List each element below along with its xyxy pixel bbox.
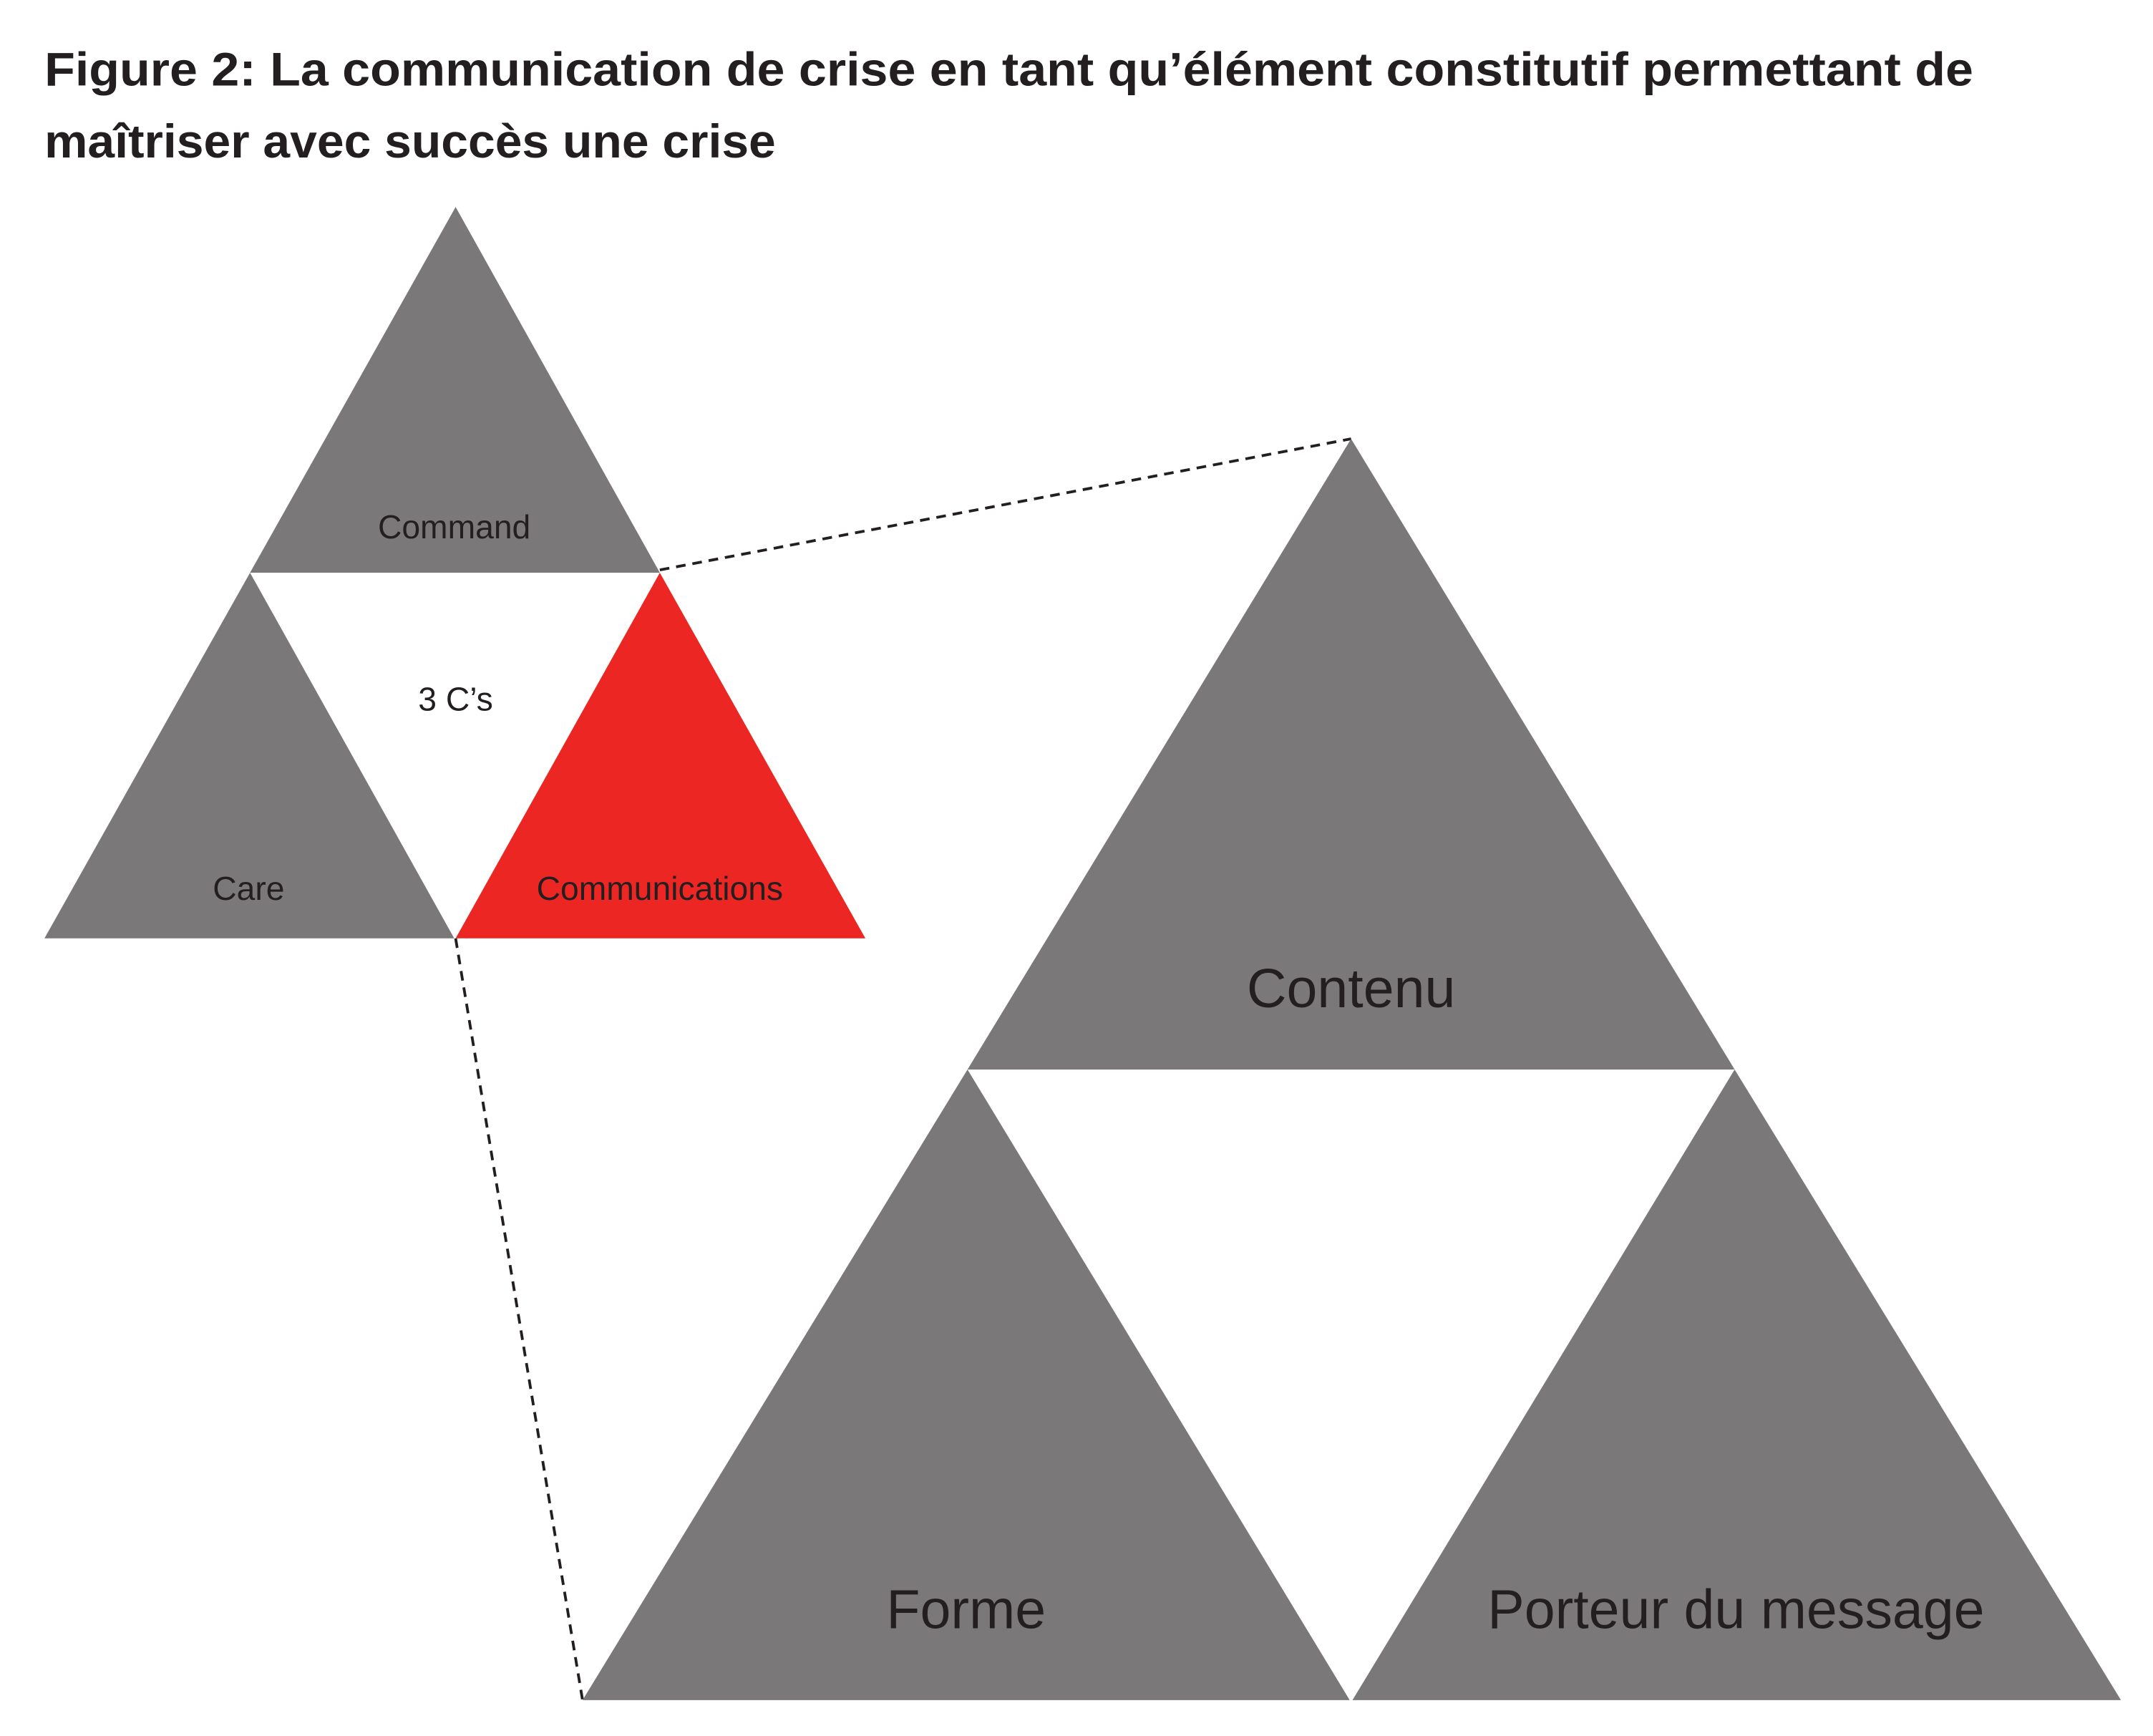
label-contenu: Contenu [1247, 958, 1455, 1019]
label-communications: Communications [537, 870, 783, 907]
label-forme: Forme [886, 1579, 1046, 1641]
label-command: Command [378, 508, 530, 545]
label-porteur-du-message: Porteur du message [1487, 1579, 1984, 1641]
triangle-forme [582, 1069, 1350, 1700]
connector-dashed-line-top [659, 437, 1351, 572]
triangle-porteur [1352, 1069, 2122, 1700]
figure-title-line2: maîtriser avec succès une crise [44, 115, 776, 168]
connector-dashed-line-bottom [454, 938, 584, 1701]
figure-title-line1: Figure 2: La communication de crise en t… [44, 44, 1973, 96]
triangle-communications [455, 572, 866, 939]
triangle-contenu [967, 438, 1735, 1070]
triangle-care [44, 572, 455, 939]
triangle-command [250, 207, 660, 573]
label-care: Care [213, 870, 284, 907]
label-3cs: 3 C’s [418, 681, 493, 718]
